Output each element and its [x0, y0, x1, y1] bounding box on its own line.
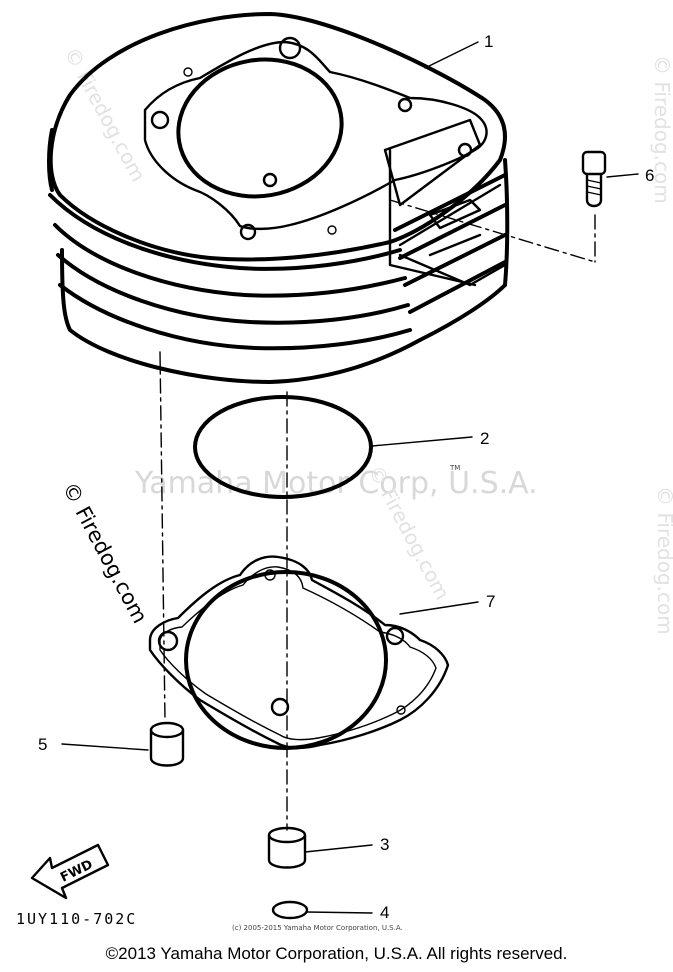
watermark-firedog-top: © Firedog.com	[60, 43, 151, 186]
watermark-firedog-right-lower: © Firedog.com	[653, 486, 673, 635]
small-o-ring-part-4	[271, 900, 309, 920]
o-ring-part-2	[193, 395, 373, 499]
callout-7: 7	[486, 592, 495, 611]
diagram-reference-code: 1UY110-702C	[16, 910, 137, 928]
watermark-tm: TM	[449, 464, 460, 472]
dowel-pin-part-5	[149, 721, 185, 767]
callout-6: 6	[645, 166, 654, 185]
watermark-yamaha: Yamaha Motor Corp, U.S.A.	[134, 466, 538, 501]
callout-2: 2	[480, 429, 489, 448]
leader-lines	[61, 41, 639, 914]
copyright-footer: ©2013 Yamaha Motor Corporation, U.S.A. A…	[105, 944, 568, 963]
dowel-pin-part-3	[267, 826, 307, 869]
callout-4: 4	[380, 903, 389, 922]
assembly-center-lines	[159, 199, 596, 831]
small-copyright-notice: (c) 2005-2015 Yamaha Motor Corporation, …	[232, 924, 403, 932]
fwd-arrow-icon: FWD	[30, 843, 110, 900]
callout-1: 1	[484, 32, 493, 51]
watermark-firedog-right: © Firedog.com	[650, 55, 673, 204]
callout-5: 5	[38, 735, 47, 754]
bolt-part-6	[581, 150, 607, 208]
cylinder-part-1	[47, 12, 510, 384]
gasket-part-7	[148, 555, 450, 750]
callout-3: 3	[380, 835, 389, 854]
